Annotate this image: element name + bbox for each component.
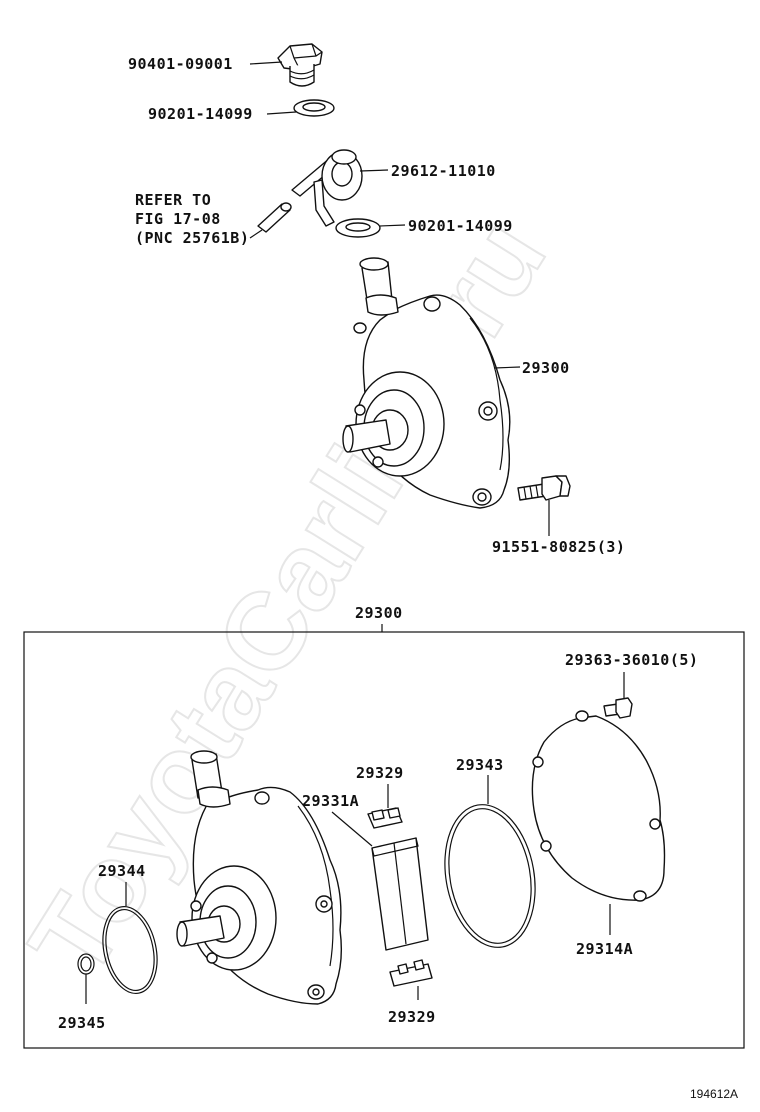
vane-top-part[interactable] <box>367 807 403 829</box>
label-union: 29612-11010 <box>391 162 496 180</box>
screw-part[interactable] <box>603 697 633 719</box>
label-rotor: 29331A <box>302 792 359 810</box>
union-fitting-part[interactable] <box>291 149 363 227</box>
label-vane-bottom: 29329 <box>388 1008 436 1026</box>
label-screw: 29363-36010(5) <box>565 651 698 669</box>
label-cover: 29314A <box>576 940 633 958</box>
label-vane-top: 29329 <box>356 764 404 782</box>
label-o-ring-large: 29343 <box>456 756 504 774</box>
cover-plate-part[interactable] <box>531 710 666 902</box>
vane-bottom-part[interactable] <box>389 959 433 987</box>
pump-body-lower-part[interactable] <box>176 750 343 1005</box>
label-o-ring-mid: 29344 <box>98 862 146 880</box>
gasket-top-part[interactable] <box>293 99 335 117</box>
bolt-part[interactable] <box>517 475 571 501</box>
label-gasket-top: 90201-14099 <box>148 105 253 123</box>
refer-line-2: FIG 17-08 <box>135 210 221 228</box>
gasket-mid-part[interactable] <box>335 218 381 238</box>
label-o-ring-small: 29345 <box>58 1014 106 1032</box>
rotor-part[interactable] <box>371 837 429 951</box>
o-ring-mid-part[interactable] <box>95 902 164 999</box>
label-plug: 90401-09001 <box>128 55 233 73</box>
label-bolt: 91551-80825(3) <box>492 538 625 556</box>
drain-plug-part[interactable] <box>277 43 323 87</box>
o-ring-large-part[interactable] <box>434 797 546 954</box>
refer-line-3: (PNC 25761B) <box>135 229 249 247</box>
figure-code: 194612A <box>690 1087 738 1101</box>
assembly-frame <box>23 631 745 1049</box>
label-gasket-mid: 90201-14099 <box>408 217 513 235</box>
vacuum-pump-part[interactable] <box>342 257 511 509</box>
assembly-title: 29300 <box>355 604 403 622</box>
hose-part[interactable] <box>257 202 292 233</box>
refer-line-1: REFER TO <box>135 191 211 209</box>
label-pump: 29300 <box>522 359 570 377</box>
